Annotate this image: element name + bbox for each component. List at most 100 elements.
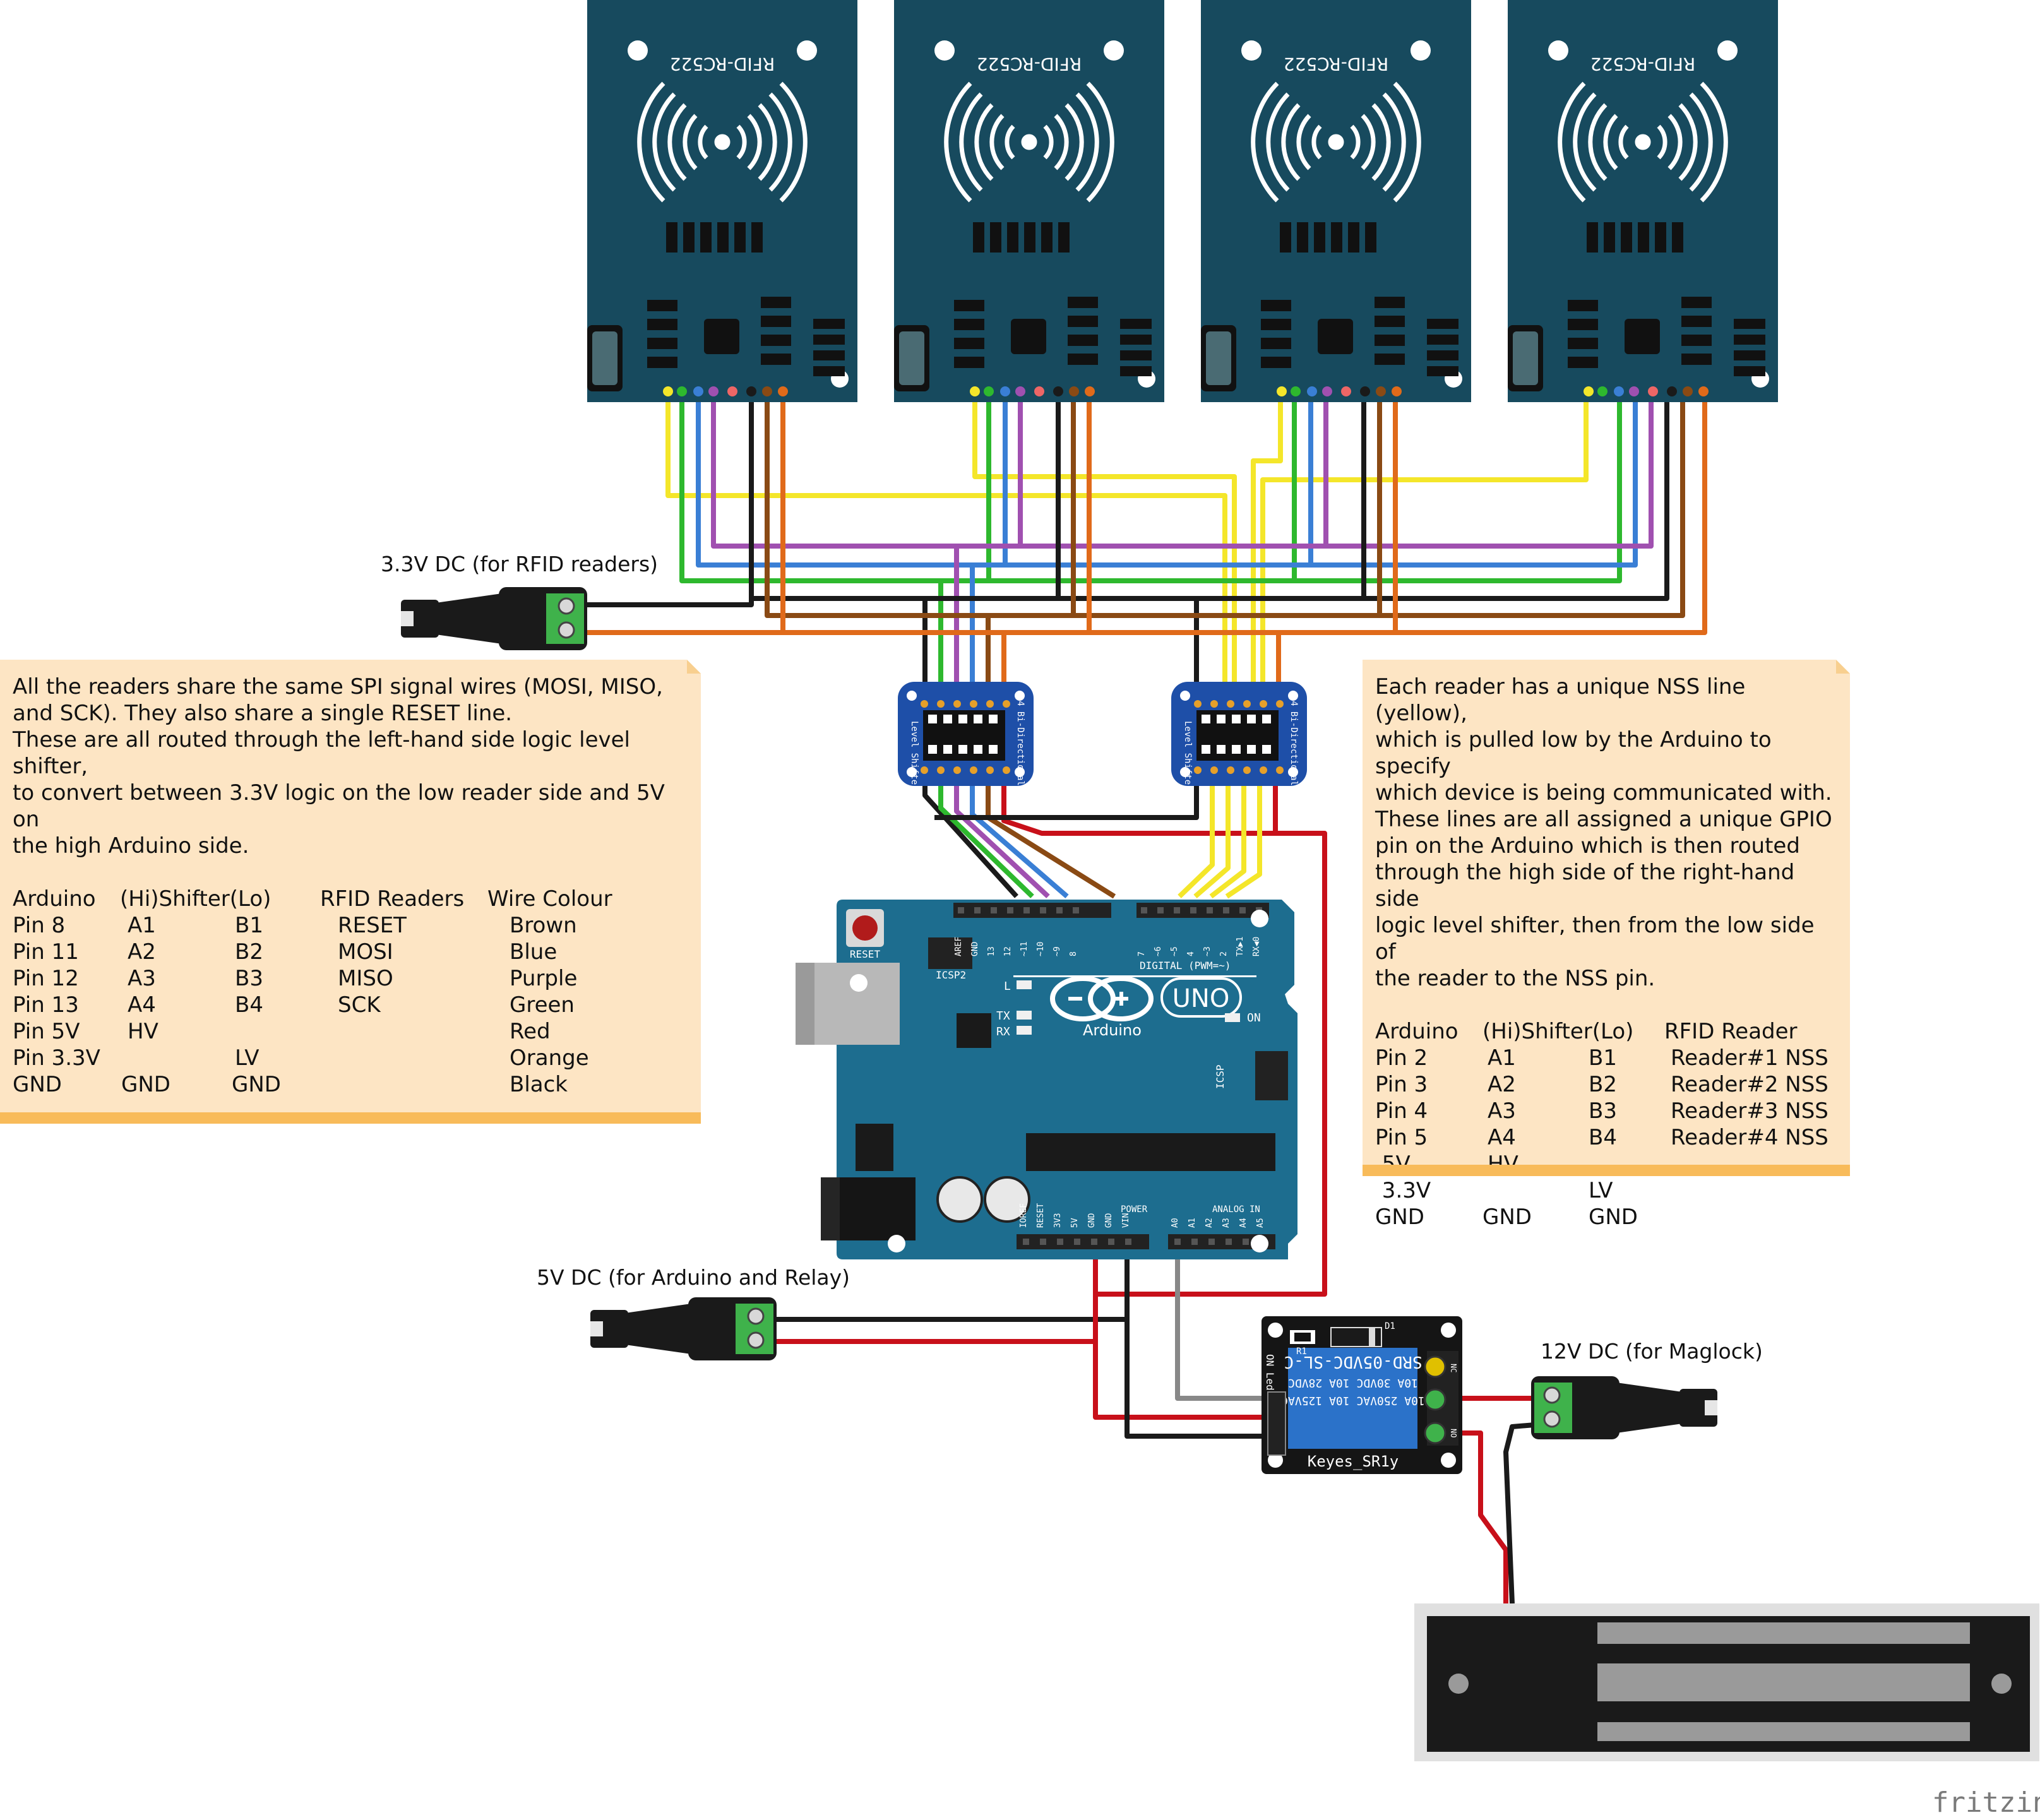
table-cell: GND xyxy=(1375,1204,1424,1230)
rfid-reader xyxy=(1201,0,1471,402)
table-cell: Blue xyxy=(510,939,558,965)
screw-icon xyxy=(1424,1388,1446,1411)
wire-gnd-readers xyxy=(543,391,754,607)
table-header: (Hi)Shifter(Lo) xyxy=(1482,1019,1634,1044)
table-cell: Brown xyxy=(510,913,577,938)
note-line: Each reader has a unique NSS line (yello… xyxy=(1375,674,1746,726)
right-note-table: Arduino (Hi)Shifter(Lo) RFID Reader Pin … xyxy=(1375,1018,1828,1230)
table-row: GND GND GND Black xyxy=(13,1071,612,1098)
rx-label: RX xyxy=(996,1025,1010,1038)
pin-label: ~5 xyxy=(1170,946,1179,956)
wire-relay-no xyxy=(1433,1430,1508,1603)
note-line: and SCK). They also share a single RESET… xyxy=(13,701,513,726)
pin-socket xyxy=(1074,1239,1080,1245)
table-row: Pin 3.3V LV Orange xyxy=(13,1045,612,1071)
capacitor xyxy=(984,1176,1030,1223)
note-fold xyxy=(687,660,701,674)
pin-socket xyxy=(1108,1239,1114,1245)
screw-icon xyxy=(1543,1386,1561,1404)
relay-body xyxy=(1288,1348,1417,1449)
screw-icon xyxy=(1991,1674,2012,1694)
caption-maglock-power: 12V DC (for Maglock) xyxy=(1541,1339,1763,1364)
table-cell: B1 xyxy=(235,913,263,938)
level-shifters: Level Shifters 4 Bi-Directional Level Sh… xyxy=(898,682,1307,795)
table-cell: SCK xyxy=(338,992,381,1018)
note-bar xyxy=(0,1112,701,1124)
table-row: GND GND GND xyxy=(1375,1204,1828,1230)
table-cell: GND xyxy=(232,1072,281,1097)
note-line: which device is being communicated with. xyxy=(1375,780,1832,806)
table-header: Arduino xyxy=(13,886,96,912)
led-on xyxy=(1225,1013,1240,1022)
note-line: These are all routed through the left-ha… xyxy=(13,727,630,779)
relay-name: Keyes_SR1y xyxy=(1308,1453,1399,1470)
table-header: RFID Reader xyxy=(1664,1019,1798,1044)
table-header: Wire Colour xyxy=(487,886,612,912)
wire-reset xyxy=(765,391,1685,618)
table-row: Pin 4 A3 B3 Reader#3 NSS xyxy=(1375,1098,1828,1124)
pin-label: 12 xyxy=(1003,946,1013,956)
screw-icon xyxy=(1424,1422,1446,1444)
pin-socket xyxy=(1023,1239,1029,1245)
table-row: Pin 8 A1 B1 RESET Brown xyxy=(13,912,612,939)
table-header: RFID Readers xyxy=(320,886,465,912)
note-paragraph: Each reader has a unique NSS line (yello… xyxy=(1375,674,1837,992)
led-l-label: L xyxy=(1004,980,1011,993)
pin-socket xyxy=(1125,1239,1131,1245)
pin-label: A3 xyxy=(1222,1218,1231,1228)
table-cell xyxy=(232,1018,320,1045)
pin-label: RX◀0 xyxy=(1252,937,1262,956)
level-shifter-left: Level Shifters 4 Bi-Directional xyxy=(898,682,1034,795)
pin-socket xyxy=(958,907,964,913)
maglock xyxy=(1414,1603,2039,1761)
table-cell: Reader#4 NSS xyxy=(1671,1125,1828,1150)
mount-hole xyxy=(850,974,868,992)
table-cell: GND xyxy=(1589,1204,1638,1230)
table-cell xyxy=(320,1071,487,1098)
wire-mosi xyxy=(696,391,1638,568)
table-cell: RESET xyxy=(338,913,407,938)
note-paragraph: All the readers share the same SPI signa… xyxy=(13,674,688,859)
table-cell: A1 xyxy=(1488,1045,1516,1071)
table-cell: GND xyxy=(13,1072,62,1097)
note-fold xyxy=(1836,660,1850,674)
dc-jack-3v3 xyxy=(401,587,587,650)
pin-label: RESET xyxy=(1036,1203,1046,1228)
rfid-reader xyxy=(894,0,1164,402)
pin-label: A4 xyxy=(1239,1218,1248,1228)
right-note: Each reader has a unique NSS line (yello… xyxy=(1363,660,1850,1230)
table-cell: Pin 4 xyxy=(1375,1098,1428,1124)
wire-relay-signal xyxy=(1175,1247,1272,1401)
table-cell: B4 xyxy=(235,992,263,1018)
table-cell: GND xyxy=(1482,1204,1532,1230)
table-cell: B4 xyxy=(1589,1125,1617,1150)
pin-label: ~9 xyxy=(1053,946,1062,956)
pin-label: 5V xyxy=(1070,1218,1080,1228)
wire-miso xyxy=(711,391,1654,549)
wire-sh-reset xyxy=(986,780,1116,899)
table-header: (Hi)Shifter(Lo) xyxy=(120,886,271,912)
table-cell: MISO xyxy=(338,966,393,991)
icsp-header xyxy=(1255,1051,1288,1100)
table-cell xyxy=(1664,1204,1828,1230)
pin-socket xyxy=(1040,1239,1046,1245)
table-row: 3.3V LV xyxy=(1375,1177,1828,1204)
relay-module: SRD-05VDC-SL-C 10A 30VDC 10A 28VDC 10A 2… xyxy=(1262,1316,1462,1474)
shifter-top-label: 4 Bi-Directional xyxy=(1289,701,1299,786)
note-line: the reader to the NSS pin. xyxy=(1375,966,1655,991)
mount-hole xyxy=(1251,1235,1268,1252)
icsp2-label: ICSP2 xyxy=(936,969,966,981)
caption-rfid-power: 3.3V DC (for RFID readers) xyxy=(381,552,658,576)
wire-sh-5v xyxy=(1001,780,1327,1297)
table-row: Pin 11 A2 B2 MOSI Blue xyxy=(13,939,612,965)
mount-hole xyxy=(628,40,648,61)
note-line: logic level shifter, then from the low s… xyxy=(1375,913,1815,965)
table-row: Pin 13 A4 B4 SCK Green xyxy=(13,992,612,1018)
chip-small xyxy=(957,1013,991,1048)
wire-d2 xyxy=(1225,780,1262,899)
pin-socket xyxy=(1023,907,1030,913)
icsp-label: ICSP xyxy=(1214,1064,1226,1089)
